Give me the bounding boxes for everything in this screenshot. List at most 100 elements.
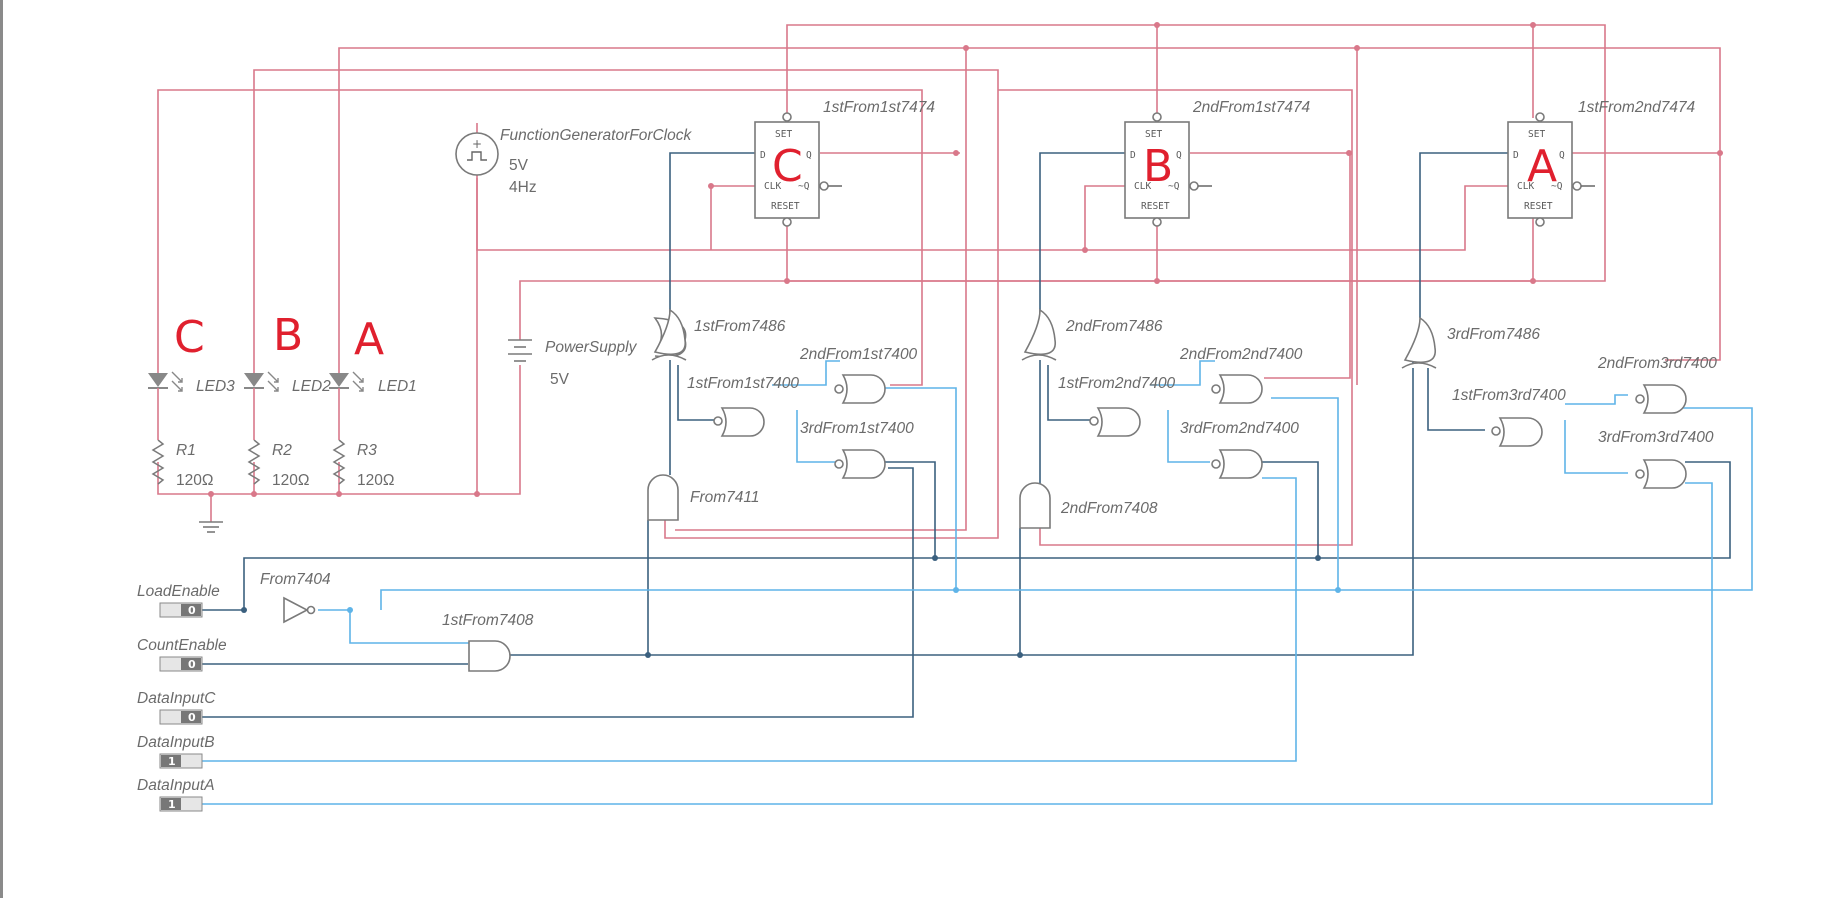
power-junctions — [208, 22, 1723, 497]
resistor-2[interactable]: R2 120Ω — [247, 439, 309, 489]
svg-text:~Q: ~Q — [798, 181, 810, 192]
svg-text:Q: Q — [806, 150, 812, 161]
annotation-b-ff: B — [1143, 141, 1173, 192]
switch-countenable[interactable]: CountEnable 0 — [137, 637, 227, 672]
nand-gate-1-3-label: 3rdFrom1st7400 — [800, 420, 914, 437]
inverter-label: From7404 — [260, 571, 331, 588]
switch-value: 0 — [188, 711, 196, 724]
nand-gate-1-2[interactable]: 2ndFrom1st7400 — [799, 346, 918, 404]
resistor-3-value: 120Ω — [357, 472, 394, 489]
resistor-1-value: 120Ω — [176, 472, 213, 489]
resistor-2-label: R2 — [272, 442, 292, 459]
switch-value: 1 — [168, 798, 176, 811]
plus-icon: + — [472, 137, 482, 151]
and-gate-7408-b[interactable]: 2ndFrom7408 — [1019, 482, 1158, 529]
svg-text:CLK: CLK — [1517, 181, 1534, 192]
nand-gate-2-3-label: 3rdFrom2nd7400 — [1180, 420, 1299, 437]
and-gate-7411-label: From7411 — [690, 489, 760, 506]
nand-gate-2-1[interactable]: 1stFrom2nd7400 — [1058, 375, 1176, 437]
svg-text:RESET: RESET — [1524, 201, 1553, 212]
light-rays-icon — [267, 371, 279, 392]
flip-flop-a[interactable]: SET D Q CLK ~Q RESET 1stFrom2nd7474 A — [1507, 99, 1696, 227]
svg-text:Q: Q — [1176, 150, 1182, 161]
switch-value: 1 — [168, 755, 176, 768]
svg-text:RESET: RESET — [1141, 201, 1170, 212]
nand-gate-2-3[interactable]: 3rdFrom2nd7400 — [1180, 420, 1299, 479]
svg-text:D: D — [1513, 150, 1519, 161]
resistor-1[interactable]: R1 120Ω — [151, 439, 213, 489]
led-3[interactable]: LED3 C — [148, 312, 235, 395]
svg-text:RESET: RESET — [771, 201, 800, 212]
control-junctions — [241, 555, 1321, 658]
xor-gate-1-label: 1stFrom7486 — [694, 318, 786, 335]
resistor-2-value: 120Ω — [272, 472, 309, 489]
light-rays-icon — [171, 371, 183, 392]
svg-text:~Q: ~Q — [1168, 181, 1180, 192]
led-2[interactable]: LED2 B — [244, 310, 331, 395]
function-generator-label: FunctionGeneratorForClock — [500, 127, 692, 144]
power-wires — [157, 24, 1721, 546]
nand-gate-1-1[interactable]: 1stFrom1st7400 — [687, 375, 799, 437]
nand-gate-2-2-label: 2ndFrom2nd7400 — [1179, 346, 1303, 363]
xor-gate-3[interactable]: 3rdFrom7486 — [1401, 316, 1540, 369]
switch-label: DataInputB — [137, 734, 215, 751]
led-2-label: LED2 — [292, 378, 331, 395]
and-gate-enable-label: 1stFrom7408 — [442, 612, 534, 629]
flip-flop-a-label: 1stFrom2nd7474 — [1578, 99, 1696, 116]
power-supply-label: PowerSupply — [545, 339, 638, 356]
switch-label: CountEnable — [137, 637, 227, 654]
flip-flop-c[interactable]: SET D Q CLK ~Q RESET 1stFrom1st7474 C — [754, 99, 935, 227]
and-gate-7411[interactable]: From7411 — [647, 474, 760, 521]
inverter-7404[interactable]: From7404 — [260, 571, 331, 624]
resistor-1-label: R1 — [176, 442, 196, 459]
nand-gate-3-2[interactable]: 2ndFrom3rd7400 — [1597, 355, 1717, 414]
data-wires — [200, 360, 1753, 805]
xor-gate-2[interactable]: 2ndFrom7486 — [1021, 308, 1163, 361]
xor-gate-1[interactable]: 1stFrom7486 — [651, 308, 786, 361]
svg-text:Q: Q — [1559, 150, 1565, 161]
switch-datainputa[interactable]: DataInputA 1 — [137, 777, 215, 812]
resistor-3-label: R3 — [357, 442, 377, 459]
svg-text:SET: SET — [775, 129, 792, 140]
switch-datainputb[interactable]: DataInputB 1 — [137, 734, 215, 769]
power-supply-voltage: 5V — [550, 371, 570, 388]
nand-gate-2-1-label: 1stFrom2nd7400 — [1058, 375, 1176, 392]
flip-flop-b[interactable]: SET D Q CLK ~Q RESET 2ndFrom1st7474 B — [1124, 99, 1311, 227]
and-gate-7408-b-label: 2ndFrom7408 — [1060, 500, 1158, 517]
annotation-a-ff: A — [1527, 141, 1557, 192]
and-gate-enable[interactable]: 1stFrom7408 — [442, 612, 534, 672]
switch-value: 0 — [188, 658, 196, 671]
function-generator[interactable]: + FunctionGeneratorForClock 5V 4Hz — [455, 127, 692, 196]
resistor-3[interactable]: R3 120Ω — [332, 439, 394, 489]
svg-text:D: D — [1130, 150, 1136, 161]
nand-gate-3-1-label: 1stFrom3rd7400 — [1452, 387, 1566, 404]
switch-datainputc[interactable]: DataInputC 0 — [137, 690, 216, 725]
annotation-a-led: A — [354, 314, 384, 365]
square-wave-icon — [467, 151, 487, 161]
ground-icon — [199, 521, 223, 533]
nand-gate-2-2[interactable]: 2ndFrom2nd7400 — [1179, 346, 1303, 404]
window-edge — [0, 0, 3, 898]
input-switches: LoadEnable0CountEnable0DataInputC0DataIn… — [137, 583, 227, 812]
data-junctions — [347, 587, 1341, 613]
switch-value: 0 — [188, 604, 196, 617]
svg-text:D: D — [760, 150, 766, 161]
power-supply[interactable]: PowerSupply 5V — [508, 339, 638, 388]
nand-gate-3-1[interactable]: 1stFrom3rd7400 — [1452, 387, 1566, 447]
led-1[interactable]: LED1 A — [329, 314, 417, 395]
svg-text:CLK: CLK — [1134, 181, 1151, 192]
svg-text:~Q: ~Q — [1551, 181, 1563, 192]
nand-gate-3-3-label: 3rdFrom3rd7400 — [1598, 429, 1714, 446]
annotation-c-led: C — [174, 312, 205, 363]
flip-flop-c-label: 1stFrom1st7474 — [823, 99, 935, 116]
led-3-label: LED3 — [196, 378, 235, 395]
switch-label: DataInputA — [137, 777, 215, 794]
function-generator-voltage: 5V — [509, 157, 529, 174]
switch-label: DataInputC — [137, 690, 216, 707]
light-rays-icon — [352, 371, 364, 392]
nand-gate-3-3[interactable]: 3rdFrom3rd7400 — [1598, 429, 1714, 489]
nand-gate-1-3[interactable]: 3rdFrom1st7400 — [800, 420, 914, 479]
nand-gate-1-1-label: 1stFrom1st7400 — [687, 375, 799, 392]
